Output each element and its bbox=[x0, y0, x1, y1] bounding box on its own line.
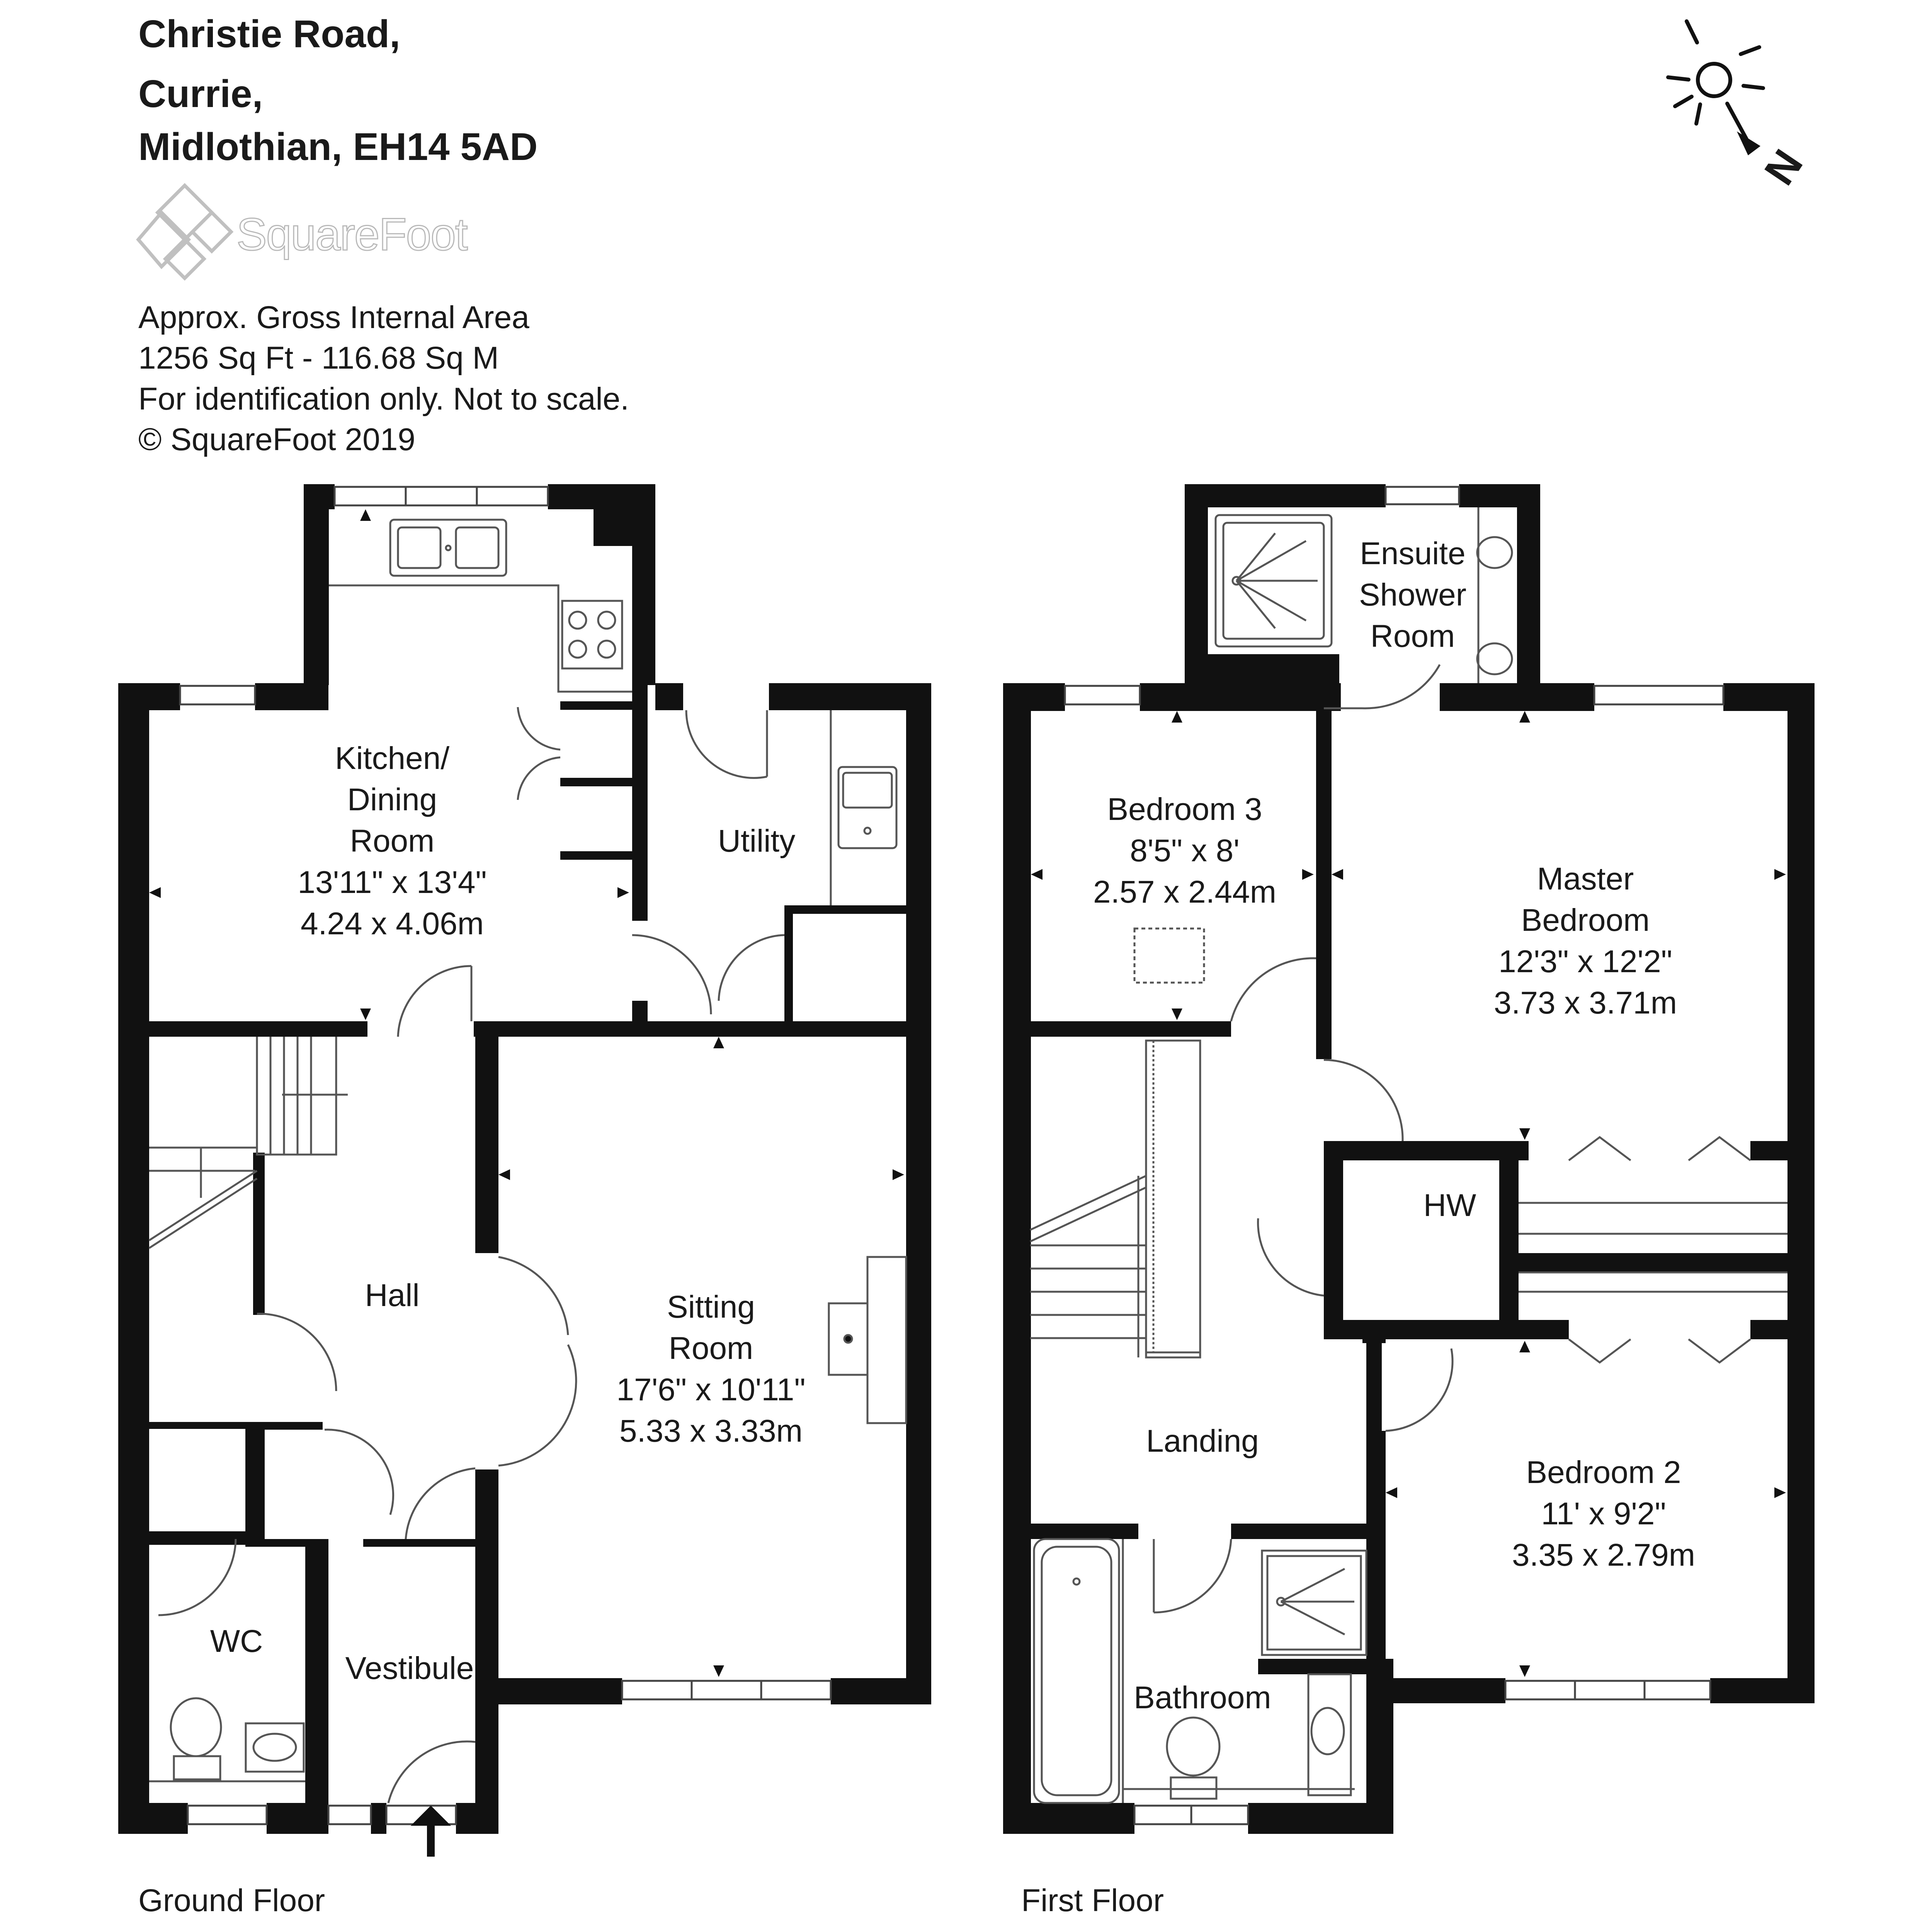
sitting-room-label: Room bbox=[669, 1331, 753, 1366]
ensuite-label: Room bbox=[1371, 619, 1455, 654]
north-arrow-icon bbox=[1737, 131, 1760, 155]
gross-area-value: 1256 Sq Ft - 116.68 Sq M bbox=[138, 340, 499, 376]
address-line-1: Christie Road, bbox=[138, 12, 400, 56]
address-line-2: Currie, bbox=[138, 72, 263, 116]
gross-area-label: Approx. Gross Internal Area bbox=[138, 300, 529, 335]
sitting-room-dimensions-metric: 5.33 x 3.33m bbox=[619, 1413, 803, 1449]
address-line-3: Midlothian, EH14 5AD bbox=[138, 125, 538, 168]
first-floor-fixtures bbox=[1029, 507, 1787, 1804]
ground-floor-fixtures bbox=[148, 519, 907, 1782]
kitchen-dimensions-imperial: 13'11" x 13'4" bbox=[298, 865, 486, 900]
ground-floor-doors bbox=[158, 707, 785, 1803]
kitchen-label: Room bbox=[350, 823, 435, 859]
compass-icon bbox=[1666, 19, 1765, 141]
bedroom-3-dimensions-metric: 2.57 x 2.44m bbox=[1093, 874, 1276, 910]
master-bedroom-label: Master bbox=[1537, 861, 1634, 896]
dimension-markers bbox=[149, 509, 1786, 1677]
first-floor-doors bbox=[1153, 664, 1454, 1614]
kitchen-label: Dining bbox=[347, 782, 437, 817]
bathroom-label: Bathroom bbox=[1134, 1680, 1271, 1715]
disclaimer: For identification only. Not to scale. bbox=[138, 381, 629, 417]
landing-label: Landing bbox=[1146, 1423, 1259, 1459]
hall-label: Hall bbox=[365, 1278, 419, 1313]
bedroom-2-dimensions-metric: 3.35 x 2.79m bbox=[1512, 1537, 1695, 1573]
first-floor-label: First Floor bbox=[1021, 1883, 1164, 1918]
first-floor-windows bbox=[1064, 486, 1725, 1825]
wc-label: WC bbox=[210, 1624, 263, 1659]
ensuite-label: Shower bbox=[1359, 577, 1466, 612]
bedroom-3-dimensions-imperial: 8'5" x 8' bbox=[1130, 833, 1240, 868]
kitchen-label: Kitchen/ bbox=[335, 741, 450, 776]
sitting-room-label: Sitting bbox=[667, 1289, 755, 1325]
ground-floor-walls bbox=[118, 484, 931, 1834]
squarefoot-logo-icon bbox=[136, 183, 234, 281]
utility-label: Utility bbox=[718, 823, 795, 859]
ensuite-label: Ensuite bbox=[1360, 536, 1466, 571]
ground-floor-label: Ground Floor bbox=[138, 1883, 325, 1918]
bedroom-3-label: Bedroom 3 bbox=[1107, 792, 1262, 827]
entrance-arrow-icon bbox=[410, 1805, 451, 1857]
master-bedroom-dimensions-imperial: 12'3" x 12'2" bbox=[1498, 944, 1672, 979]
bedroom-2-label: Bedroom 2 bbox=[1526, 1455, 1681, 1490]
kitchen-dimensions-metric: 4.24 x 4.06m bbox=[301, 906, 484, 941]
squarefoot-logo-text: SquareFoot bbox=[236, 209, 469, 260]
hw-label: HW bbox=[1423, 1188, 1476, 1223]
bedroom-2-dimensions-imperial: 11' x 9'2" bbox=[1541, 1496, 1666, 1531]
master-bedroom-dimensions-metric: 3.73 x 3.71m bbox=[1494, 985, 1677, 1020]
sitting-room-dimensions-imperial: 17'6" x 10'11" bbox=[616, 1372, 805, 1407]
north-letter: N bbox=[1755, 141, 1812, 194]
vestibule-label: Vestibule bbox=[345, 1651, 474, 1686]
master-bedroom-label: Bedroom bbox=[1521, 903, 1650, 938]
copyright: © SquareFoot 2019 bbox=[138, 422, 415, 457]
first-floor-walls bbox=[1003, 484, 1815, 1834]
